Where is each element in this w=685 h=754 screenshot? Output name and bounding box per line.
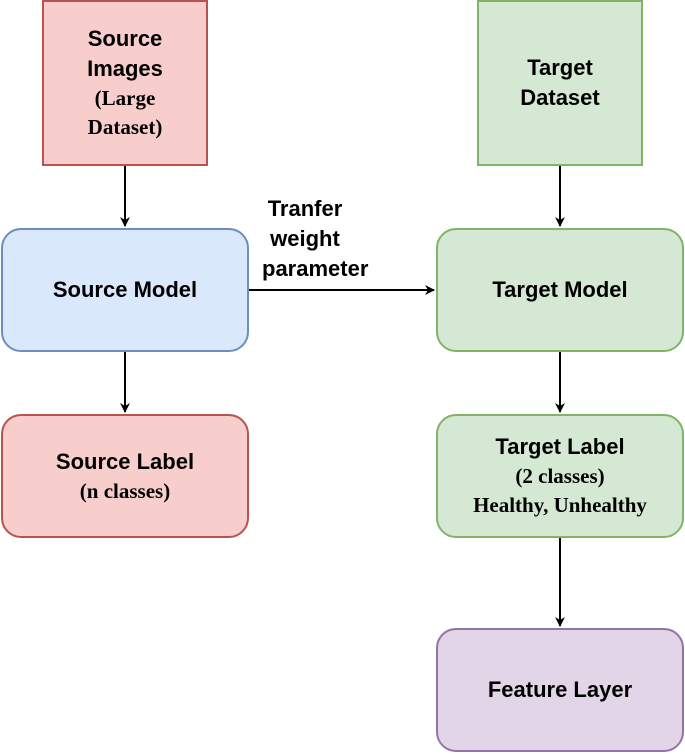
source-label-title: Source Label (55, 448, 195, 474)
source-images-title-line1: Source (87, 26, 163, 51)
target-model-label: Target Model (492, 277, 628, 302)
target-label-sub-line1: (2 classes) (515, 464, 605, 488)
edge-label-line2: weight (270, 226, 340, 251)
target-dataset-node: Target Dataset (477, 0, 643, 166)
transfer-edge-label: Tranfer weight parameter (262, 194, 369, 284)
target-dataset-line2: Dataset (520, 85, 600, 110)
edge-label-line3: parameter (262, 256, 369, 281)
target-dataset-line1: Target (527, 55, 593, 80)
source-model-node: Source Model (1, 228, 249, 352)
target-label-sub-line2: Healthy, Unhealthy (473, 493, 647, 517)
edge-label-line1: Tranfer (267, 196, 343, 221)
source-images-title-line2: Images (87, 56, 163, 81)
target-model-node: Target Model (436, 228, 684, 352)
feature-layer-node: Feature Layer (436, 628, 684, 752)
feature-layer-label: Feature Layer (487, 677, 633, 702)
source-images-sub-line2: Dataset) (87, 115, 163, 139)
source-label-sub: (n classes) (79, 478, 171, 503)
source-images-sub-line1: (Large (94, 86, 156, 110)
target-label-node: Target Label (2 classes) Healthy, Unheal… (436, 414, 684, 538)
source-images-node: Source Images (Large Dataset) (42, 0, 208, 166)
source-model-label: Source Model (52, 277, 198, 302)
target-label-title: Target Label (495, 434, 625, 459)
source-label-node: Source Label (n classes) (1, 414, 249, 538)
